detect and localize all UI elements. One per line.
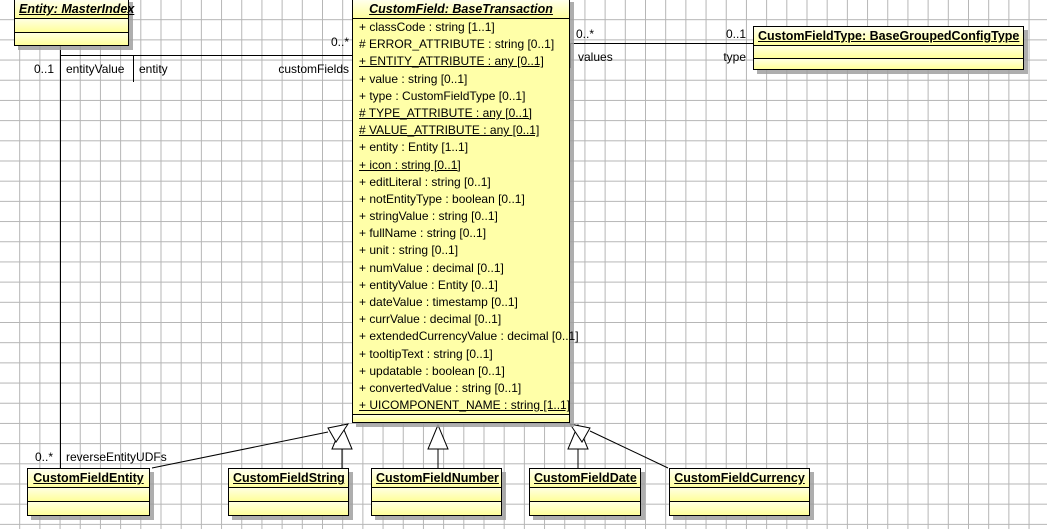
label-role-values: values	[578, 50, 613, 64]
class-attributes-compartment-entity	[15, 19, 128, 33]
class-attribute-row: + UICOMPONENT_NAME : string [1..1]	[353, 397, 571, 414]
label-multiplicity-customfields: 0..*	[330, 35, 349, 49]
class-box-customfieldtype-basegroupedconfigtype[interactable]: CustomFieldType: BaseGroupedConfigType	[753, 26, 1024, 70]
label-multiplicity-reverse-udfs: 0..*	[35, 450, 54, 464]
class-attribute-row: + entityValue : Entity [0..1]	[359, 277, 498, 292]
class-title-customfieldcurrency: CustomFieldCurrency	[670, 469, 809, 488]
class-attribute-row: + currValue : decimal [0..1]	[359, 312, 502, 327]
class-title-customfieldentity: CustomFieldEntity	[28, 469, 149, 488]
label-role-entityvalue: entityValue	[66, 62, 125, 76]
class-operations-compartment-customfieldnumber	[372, 502, 501, 515]
class-operations-compartment-entity	[15, 33, 128, 45]
class-attribute-row: + icon : string [0..1]	[353, 157, 569, 174]
association-line-entity-left	[60, 55, 134, 56]
class-title-customfieldstring: CustomFieldString	[229, 469, 348, 488]
class-attribute-static-label: + icon : string [0..1]	[359, 157, 461, 172]
class-title-entity-masterindex: Entity: MasterIndex	[15, 0, 134, 19]
association-line-entity-customfield	[133, 55, 353, 56]
class-attribute-row: + extendedCurrencyValue : decimal [0..1]	[359, 329, 579, 344]
label-multiplicity-values: 0..*	[576, 27, 595, 41]
class-box-customfielddate[interactable]: CustomFieldDate	[529, 468, 641, 516]
class-attribute-row: + type : CustomFieldType [0..1]	[359, 88, 526, 103]
class-title-customfieldtype: CustomFieldType: BaseGroupedConfigType	[754, 27, 1023, 46]
association-line-customfield-type	[570, 43, 754, 44]
class-attribute-row: + editLiteral : string [0..1]	[359, 174, 491, 189]
class-attribute-static-label: + ENTITY_ATTRIBUTE : any [0..1]	[359, 54, 544, 69]
class-attribute-row: + numValue : decimal [0..1]	[359, 260, 504, 275]
label-role-entity: entity	[139, 62, 168, 76]
class-box-customfieldstring[interactable]: CustomFieldString	[228, 468, 349, 516]
class-attribute-row: + entity : Entity [1..1]	[359, 140, 469, 155]
class-attributes-compartment-customfieldentity	[28, 488, 149, 502]
class-attribute-static-label: + UICOMPONENT_NAME : string [1..1]	[359, 398, 571, 413]
class-box-customfield-basetransaction[interactable]: CustomField: BaseTransaction + classCode…	[352, 0, 579, 423]
association-tick-values	[570, 44, 571, 68]
label-multiplicity-type: 0..1	[725, 27, 746, 41]
class-operations-compartment-customfieldtype	[754, 59, 1023, 69]
class-attribute-static-label: # VALUE_ATTRIBUTE : any [0..1]	[359, 123, 540, 138]
class-attribute-row: + ENTITY_ATTRIBUTE : any [0..1]	[353, 53, 569, 70]
class-attributes-compartment-customfield: + classCode : string [1..1] # ERROR_ATTRI…	[353, 19, 579, 415]
class-attributes-compartment-customfieldtype	[754, 46, 1023, 59]
label-multiplicity-entity-0-1: 0..1	[34, 62, 55, 76]
label-role-type: type	[723, 50, 746, 64]
class-attribute-row: + stringValue : string [0..1]	[359, 209, 498, 224]
class-box-customfieldentity[interactable]: CustomFieldEntity	[27, 468, 150, 516]
class-attributes-compartment-customfieldcurrency	[670, 488, 809, 502]
class-attribute-row: + value : string [0..1]	[359, 71, 468, 86]
class-operations-compartment-customfieldentity	[28, 502, 149, 515]
class-attribute-row: + notEntityType : boolean [0..1]	[359, 191, 525, 206]
class-operations-compartment-customfielddate	[530, 502, 640, 515]
class-attributes-compartment-customfieldnumber	[372, 488, 501, 502]
class-box-customfieldcurrency[interactable]: CustomFieldCurrency	[669, 468, 810, 516]
label-role-reverse-udfs: reverseEntityUDFs	[66, 450, 167, 464]
class-attribute-row: # TYPE_ATTRIBUTE : any [0..1]	[353, 105, 569, 122]
class-attribute-row: + fullName : string [0..1]	[359, 226, 487, 241]
class-box-entity-masterindex[interactable]: Entity: MasterIndex	[14, 0, 134, 46]
class-attribute-row: # VALUE_ATTRIBUTE : any [0..1]	[353, 122, 569, 139]
class-attribute-row: + dateValue : timestamp [0..1]	[359, 295, 518, 309]
class-title-customfield-basetransaction: CustomField: BaseTransaction	[353, 0, 569, 19]
class-attribute-row: + unit : string [0..1]	[359, 243, 459, 258]
class-attribute-static-label: # TYPE_ATTRIBUTE : any [0..1]	[359, 105, 532, 120]
association-tick-entityvalue	[133, 56, 134, 82]
class-box-customfieldnumber[interactable]: CustomFieldNumber	[371, 468, 502, 516]
class-attribute-row: + tooltipText : string [0..1]	[359, 346, 493, 361]
class-attribute-row: # ERROR_ATTRIBUTE : string [0..1]	[359, 37, 555, 52]
class-operations-compartment-customfieldstring	[229, 502, 348, 515]
class-attributes-compartment-customfielddate	[530, 488, 640, 502]
class-title-customfielddate: CustomFieldDate	[530, 469, 640, 488]
class-operations-compartment-customfieldcurrency	[670, 502, 809, 515]
label-role-customfields: customFields	[278, 62, 349, 76]
class-title-customfieldnumber: CustomFieldNumber	[372, 469, 501, 488]
association-line-entity-reverse-udfs	[60, 56, 61, 468]
association-stub-entity	[60, 36, 61, 56]
class-operations-compartment-customfield	[353, 415, 569, 421]
class-attributes-compartment-customfieldstring	[229, 488, 348, 502]
class-attribute-row: + classCode : string [1..1]	[359, 20, 495, 34]
class-attribute-row: + updatable : boolean [0..1]	[359, 363, 505, 378]
class-attribute-row: + convertedValue : string [0..1]	[359, 380, 522, 395]
